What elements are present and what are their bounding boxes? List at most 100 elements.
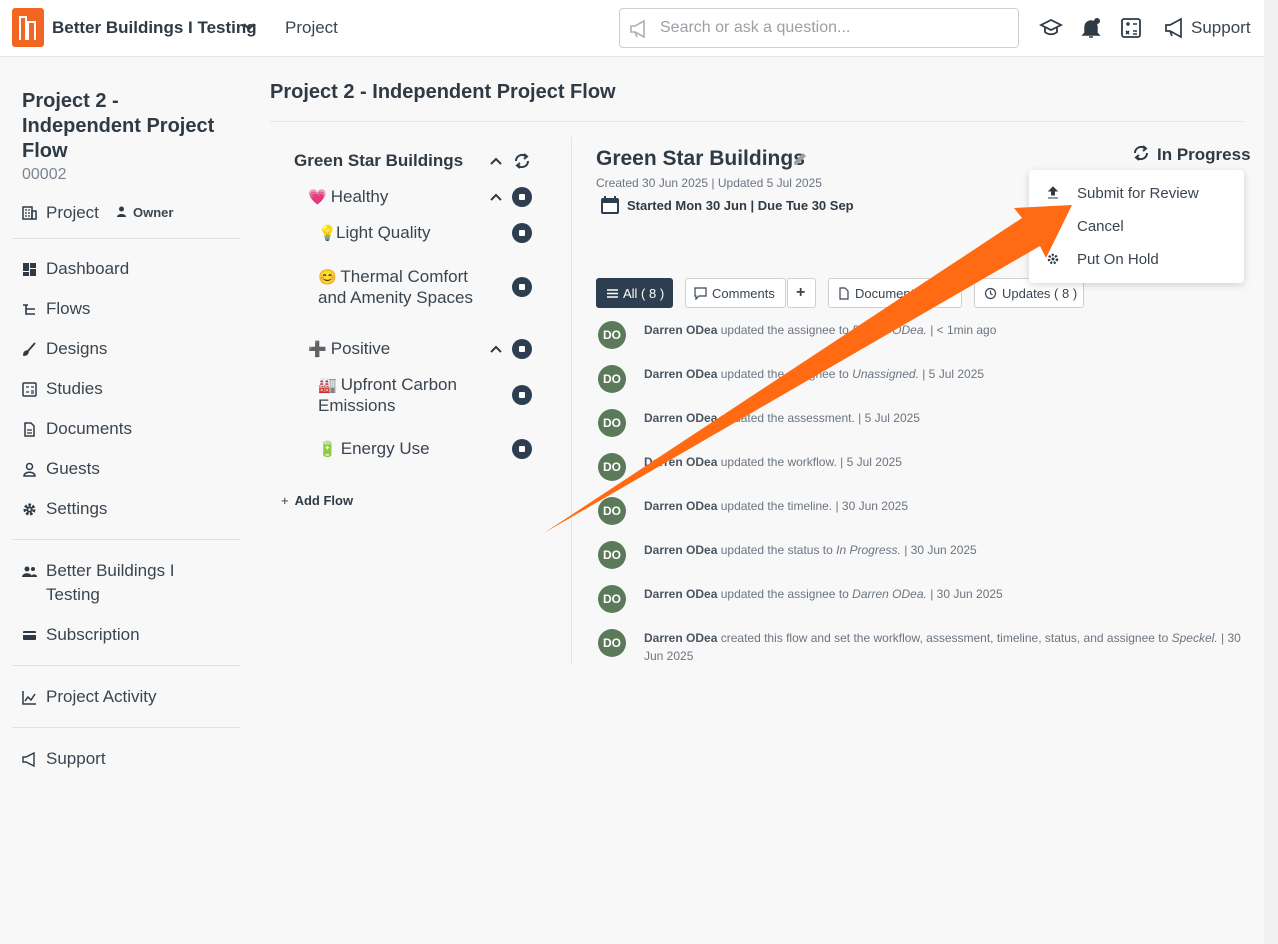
hold-icon bbox=[1047, 253, 1059, 265]
sidebar-item-label: Settings bbox=[46, 499, 108, 518]
search-input[interactable] bbox=[660, 17, 1010, 39]
flows-icon bbox=[23, 304, 35, 315]
activity-time: | < 1min ago bbox=[930, 323, 997, 337]
graduation-cap-icon[interactable] bbox=[1039, 16, 1063, 40]
top-bar: Better Buildings I Testing Project Suppo… bbox=[0, 0, 1264, 57]
activity-user: Darren ODea bbox=[644, 455, 718, 469]
status-stop-icon[interactable] bbox=[512, 385, 532, 405]
activity-text: updated the workflow. bbox=[720, 455, 837, 469]
add-comment-button[interactable]: + bbox=[787, 278, 816, 308]
chevron-up-icon[interactable] bbox=[489, 342, 503, 356]
activity-text: updated the status to bbox=[720, 543, 833, 557]
add-flow-label: Add Flow bbox=[294, 493, 354, 508]
chevron-up-icon[interactable] bbox=[489, 154, 503, 168]
sidebar-item-label: Documents bbox=[46, 419, 132, 438]
flow-title: Green Star Buildings bbox=[596, 147, 805, 170]
activity-time: | 30 Jun 2025 bbox=[930, 587, 1003, 601]
status-stop-icon[interactable] bbox=[512, 439, 532, 459]
tree-item-label: Healthy bbox=[330, 187, 389, 206]
sidebar-item-label: Project bbox=[46, 203, 99, 222]
menu-item-put-on-hold[interactable]: Put On Hold bbox=[1029, 243, 1244, 276]
avatar: DO bbox=[598, 453, 626, 481]
nav-project-link[interactable]: Project bbox=[285, 18, 338, 37]
tree-item-thermal-comfort[interactable]: 😊 Thermal Comfort and Amenity Spaces bbox=[318, 267, 488, 308]
tree-group-healthy[interactable]: 💗 Healthy bbox=[308, 187, 388, 208]
avatar: DO bbox=[598, 365, 626, 393]
add-flow-button[interactable]: +Add Flow bbox=[281, 493, 353, 508]
tree-group-positive[interactable]: ➕ Positive bbox=[308, 339, 390, 360]
avatar: DO bbox=[598, 497, 626, 525]
activity-time: | 30 Jun 2025 bbox=[835, 499, 908, 513]
smile-icon: 😊 bbox=[318, 269, 337, 286]
activity-value: Darren ODea. bbox=[852, 323, 927, 337]
tab-all[interactable]: All ( 8 ) bbox=[596, 278, 673, 308]
flow-meta: Created 30 Jun 2025 | Updated 5 Jul 2025 bbox=[596, 176, 822, 190]
activity-text: created this flow and set the workflow, … bbox=[720, 631, 1169, 645]
sidebar-item-label: Better Buildings I Testing bbox=[46, 561, 175, 604]
avatar: DO bbox=[598, 585, 626, 613]
add-document-button[interactable]: + bbox=[933, 278, 962, 308]
menu-item-cancel[interactable]: Cancel bbox=[1029, 210, 1244, 243]
search-box[interactable] bbox=[619, 8, 1019, 48]
chevron-down-icon[interactable] bbox=[242, 20, 256, 34]
factory-icon: 🏭 bbox=[318, 377, 337, 394]
sidebar-item-organisation[interactable]: Better Buildings I Testing bbox=[22, 559, 212, 607]
sidebar-item-label: Guests bbox=[46, 459, 100, 478]
tree-item-light-quality[interactable]: 💡Light Quality bbox=[318, 223, 431, 244]
chart-icon bbox=[22, 691, 36, 705]
list-icon bbox=[607, 289, 618, 298]
bell-icon[interactable] bbox=[1079, 16, 1103, 40]
cancel-icon bbox=[1047, 220, 1059, 232]
refresh-icon[interactable] bbox=[512, 151, 532, 171]
avatar: DO bbox=[598, 321, 626, 349]
document-icon bbox=[839, 287, 849, 300]
plus-icon: + bbox=[796, 284, 806, 301]
chevron-up-icon[interactable] bbox=[489, 190, 503, 204]
org-switcher-label[interactable]: Better Buildings I Testing bbox=[52, 18, 257, 37]
activity-text: updated the assignee to bbox=[720, 367, 849, 381]
project-title: Project 2 - Independent Project Flow bbox=[22, 90, 215, 162]
heart-icon: 💗 bbox=[308, 189, 327, 206]
tree-item-upfront-carbon[interactable]: 🏭 Upfront Carbon Emissions bbox=[318, 375, 478, 416]
menu-item-label: Submit for Review bbox=[1077, 185, 1199, 202]
support-label: Support bbox=[1191, 18, 1251, 37]
activity-text: updated the timeline. bbox=[720, 499, 833, 513]
gear-icon bbox=[23, 503, 36, 516]
activity-user: Darren ODea bbox=[644, 367, 718, 381]
activity-user: Darren ODea bbox=[644, 499, 718, 513]
menu-item-label: Cancel bbox=[1077, 218, 1124, 235]
tree-item-label: Positive bbox=[330, 339, 391, 358]
status-label: In Progress bbox=[1157, 145, 1251, 164]
divider bbox=[12, 539, 240, 540]
menu-item-submit-for-review[interactable]: Submit for Review bbox=[1029, 177, 1244, 210]
plus-icon: ➕ bbox=[308, 341, 327, 358]
sidebar-item-label: Project Activity bbox=[46, 687, 157, 706]
sidebar-item-label: Support bbox=[46, 749, 106, 768]
tree-item-energy-use[interactable]: 🔋 Energy Use bbox=[318, 439, 430, 460]
status-stop-icon[interactable] bbox=[512, 339, 532, 359]
app-logo[interactable] bbox=[12, 8, 44, 47]
status-stop-icon[interactable] bbox=[512, 277, 532, 297]
status-stop-icon[interactable] bbox=[512, 223, 532, 243]
refresh-icon bbox=[1133, 145, 1149, 161]
status-stop-icon[interactable] bbox=[512, 187, 532, 207]
divider bbox=[12, 238, 240, 239]
activity-text: updated the assignee to bbox=[720, 587, 849, 601]
sidebar-item-label: Designs bbox=[46, 339, 108, 358]
sidebar-item-label: Dashboard bbox=[46, 259, 130, 278]
sidebar-item-label: Studies bbox=[46, 379, 103, 398]
status-menu: Submit for Review Cancel Put On Hold bbox=[1029, 170, 1244, 283]
tree-item-label: Energy Use bbox=[340, 439, 430, 458]
tree-root-item[interactable]: Green Star Buildings bbox=[294, 151, 464, 170]
owner-label: Owner bbox=[133, 205, 174, 220]
tab-comments[interactable]: Comments bbox=[685, 278, 786, 308]
scrollbar[interactable] bbox=[1264, 0, 1278, 944]
page-title: Project 2 - Independent Project Flow bbox=[270, 81, 616, 103]
battery-icon: 🔋 bbox=[318, 441, 337, 458]
activity-time: | 5 Jul 2025 bbox=[840, 455, 902, 469]
calculator-icon[interactable] bbox=[1119, 16, 1143, 40]
activity-value: Speckel. bbox=[1171, 631, 1218, 645]
tab-documents[interactable]: Documents bbox=[828, 278, 932, 308]
activity-time: | 5 Jul 2025 bbox=[922, 367, 985, 381]
pencil-icon[interactable] bbox=[792, 151, 808, 167]
